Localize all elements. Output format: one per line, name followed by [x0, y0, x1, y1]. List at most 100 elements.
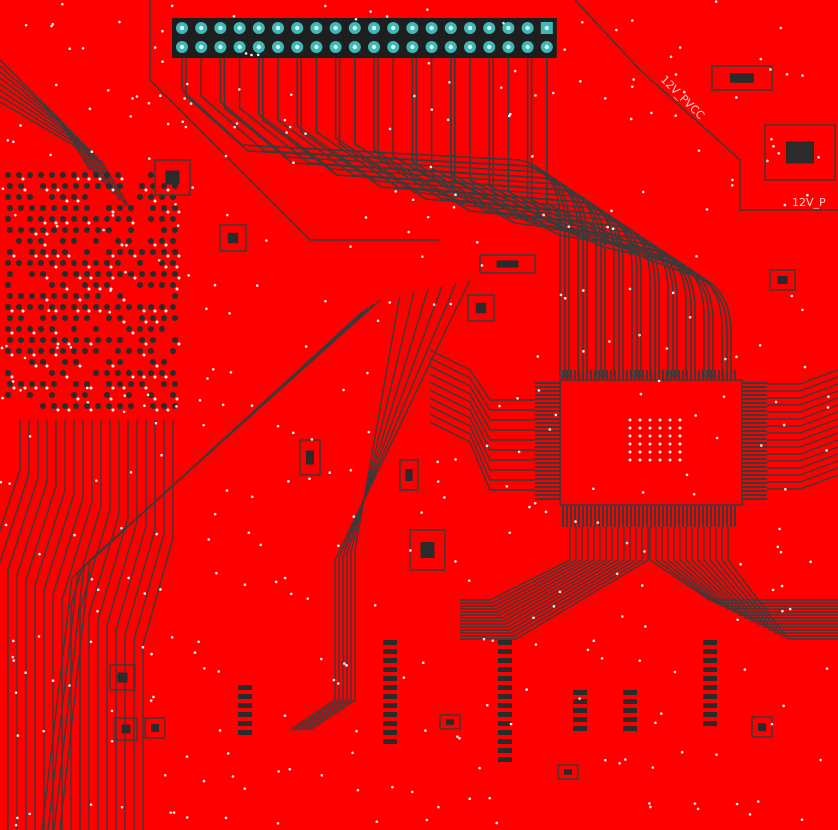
bga-ball: [82, 348, 88, 354]
via: [696, 807, 700, 811]
bga-ball: [106, 205, 112, 211]
header-pin-hole: [544, 44, 549, 50]
ic-pin-right: [742, 394, 767, 396]
via: [159, 588, 162, 591]
bga-ball: [104, 216, 110, 222]
bga-via: [98, 287, 102, 291]
via: [343, 662, 346, 665]
bga-ball: [137, 370, 143, 376]
ic-pin-top: [598, 370, 600, 380]
header-trace: [530, 47, 728, 378]
resistor-pad: [498, 748, 512, 753]
ic-thermal-via: [658, 450, 662, 454]
bga-ball: [95, 227, 101, 233]
via: [375, 820, 379, 823]
via: [388, 127, 392, 131]
bga-ball: [27, 216, 33, 222]
bga-via: [98, 177, 102, 181]
bga-ball: [29, 293, 35, 299]
via: [0, 346, 4, 350]
bga-ball: [29, 359, 35, 365]
via: [782, 704, 785, 708]
via: [608, 340, 611, 343]
ic-pin-bottom: [714, 505, 716, 527]
left-ic-trace: [429, 397, 535, 461]
via: [651, 766, 655, 769]
diagonal-trace: [305, 291, 415, 731]
bottom-bus-trace: [460, 527, 589, 610]
bga-via: [87, 309, 91, 313]
ic-pin-bottom: [594, 505, 596, 527]
via: [1, 187, 5, 191]
pin-header-connector[interactable]: [172, 18, 557, 58]
bga-via: [78, 276, 82, 280]
ic-pin-left: [535, 390, 560, 392]
bga-ball: [73, 183, 79, 189]
ic-pin-right: [742, 470, 767, 472]
bga-top-trace: [0, 95, 127, 207]
bga-ball: [71, 392, 77, 398]
bga-via: [65, 199, 69, 203]
bga-ball: [16, 172, 22, 178]
resistor-pad: [573, 699, 587, 704]
ic-pin-bottom: [566, 505, 568, 527]
ic-pin-bottom: [706, 505, 708, 527]
bga-fanout-trace: [43, 420, 75, 830]
bga-via: [133, 276, 137, 280]
ic-pin-right: [742, 430, 767, 432]
main-qfp-chip[interactable]: [535, 370, 767, 527]
via: [454, 560, 457, 563]
bga-ball: [7, 293, 13, 299]
bga-ball: [95, 183, 101, 189]
via: [111, 214, 115, 217]
bga-ball: [60, 370, 66, 376]
bga-ball: [51, 227, 57, 233]
ic-pin-right: [742, 434, 767, 436]
via: [825, 449, 828, 452]
header-pin-hole: [295, 44, 300, 50]
bga-ball: [16, 238, 22, 244]
via: [498, 404, 501, 408]
via: [349, 468, 353, 472]
via: [55, 224, 59, 228]
bga-via: [89, 276, 93, 280]
via: [748, 813, 752, 816]
via: [826, 406, 830, 409]
bga-via: [10, 353, 14, 357]
via: [580, 20, 584, 24]
ic-pin-right: [742, 462, 767, 464]
component-outline: [399, 459, 419, 491]
bga-ball: [62, 249, 68, 255]
via: [197, 640, 200, 644]
via: [243, 787, 247, 790]
ic-pin-top: [682, 370, 684, 380]
header-pin-hole: [256, 44, 261, 50]
via: [328, 471, 332, 475]
ic-pin-left: [535, 438, 560, 440]
component-outline: [557, 764, 579, 780]
via: [42, 729, 45, 733]
via: [641, 491, 645, 494]
bga-via: [76, 177, 80, 181]
via: [175, 405, 178, 408]
ic-pin-bottom: [586, 505, 588, 527]
bga-package[interactable]: [5, 172, 181, 412]
bga-top-trace: [0, 65, 97, 177]
bga-via: [45, 232, 49, 236]
bga-ball: [40, 403, 46, 409]
via: [542, 213, 545, 217]
resistor-pad: [623, 717, 637, 722]
via: [430, 108, 434, 111]
ic-thermal-via: [638, 434, 642, 438]
bga-via: [177, 342, 181, 346]
via: [51, 679, 55, 683]
bga-ball: [95, 293, 101, 299]
bga-via: [164, 309, 168, 313]
resistor-pad: [623, 690, 637, 695]
bga-via: [56, 342, 60, 346]
bga-via: [144, 386, 148, 390]
resistor-pad: [238, 712, 252, 717]
bga-ball: [106, 249, 112, 255]
via: [724, 357, 727, 361]
right-bus-trace: [767, 390, 838, 406]
